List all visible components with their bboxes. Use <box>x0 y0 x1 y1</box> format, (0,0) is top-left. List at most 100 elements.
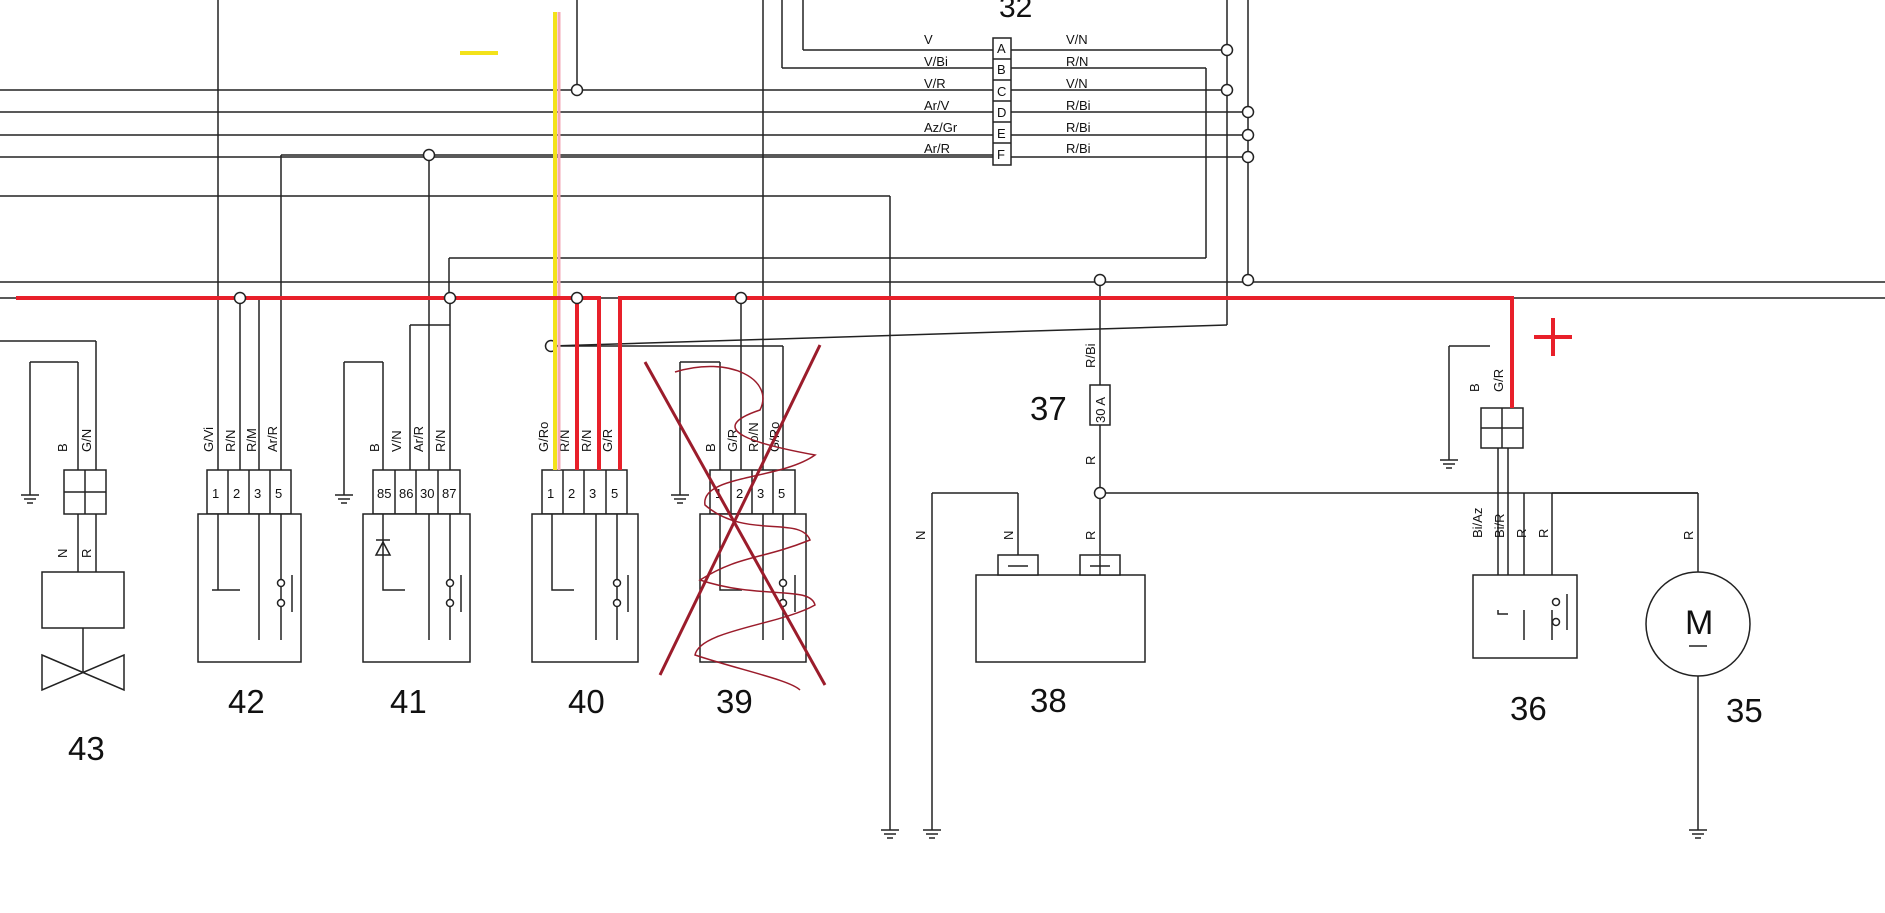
relay-pin: 2 <box>568 486 575 501</box>
relay-pin: 5 <box>611 486 618 501</box>
component-number-40: 40 <box>568 683 605 720</box>
relay-pin: 85 <box>377 486 391 501</box>
connector-pin-e: E <box>997 126 1006 141</box>
relay-39: 1 2 3 5 B G/R Ro/N G/Ro 39 <box>643 344 827 720</box>
component-number-37: 37 <box>1030 390 1067 427</box>
wire-label: G/R <box>1491 369 1506 392</box>
wire-label: R <box>1083 456 1098 465</box>
ground-icon <box>335 494 353 504</box>
wire-label: Ro/N <box>746 422 761 452</box>
wire-label: Ar/R <box>411 426 426 452</box>
relay-pin: 3 <box>589 486 596 501</box>
relay-pin: 2 <box>736 486 743 501</box>
wire-label: V <box>924 32 933 47</box>
component-43-valve: B G/N N R 43 <box>41 429 125 767</box>
fuse-37: 30 A R/Bi R 37 <box>1030 343 1111 465</box>
wire-label: B <box>1467 383 1482 392</box>
ground-icon <box>923 829 941 839</box>
wire-label: R/Bi <box>1066 98 1091 113</box>
ground-icon <box>1440 459 1458 469</box>
relay-pin: 3 <box>757 486 764 501</box>
relay-42: 1 2 3 5 G/Vi R/N R/M Ar/R 42 <box>197 426 302 720</box>
wire-label: N <box>55 549 70 558</box>
highlighted-wires <box>16 12 1572 470</box>
relay-pin: 30 <box>420 486 434 501</box>
fuse-rating: 30 A <box>1093 397 1108 423</box>
wire-label: Ar/V <box>924 98 950 113</box>
relay-pin: 87 <box>442 486 456 501</box>
wire-label: V/N <box>1066 76 1088 91</box>
wire-label: G/Vi <box>201 427 216 452</box>
wire-label: Bi/R <box>1492 513 1507 538</box>
wire-label: R <box>1536 529 1551 538</box>
wire-label: G/Ro <box>536 422 551 452</box>
wire-label: V/N <box>389 430 404 452</box>
wire-label: N <box>913 531 928 540</box>
relay-40: 1 2 3 5 G/Ro R/N R/N G/R 40 <box>531 422 639 720</box>
wire-label: Ar/R <box>924 141 950 156</box>
component-number-36: 36 <box>1510 690 1547 727</box>
ground-icon <box>881 829 899 839</box>
wire-label: G/R <box>600 429 615 452</box>
wire-label: Az/Gr <box>924 120 958 135</box>
relay-36: B G/R Bi/Az Bi/R R R 36 <box>1467 369 1578 727</box>
wire-label: V/Bi <box>924 54 948 69</box>
component-number-42: 42 <box>228 683 265 720</box>
wire-label: R/N <box>433 430 448 452</box>
wire-label: B <box>367 443 382 452</box>
relay-pin: 1 <box>212 486 219 501</box>
wire-label: R <box>79 549 94 558</box>
connector-pin-a: A <box>997 41 1006 56</box>
plus-icon <box>1534 318 1572 356</box>
relay-pin: 1 <box>547 486 554 501</box>
wire-label: G/N <box>79 429 94 452</box>
battery-38: N N R 38 <box>913 531 1146 719</box>
component-number-43: 43 <box>68 730 105 767</box>
wire-label: R/N <box>557 430 572 452</box>
ground-icon <box>1689 829 1707 839</box>
wire-label: G/R <box>725 429 740 452</box>
ground-icon <box>21 494 39 504</box>
component-number-32: 32 <box>999 0 1032 24</box>
relay-pin: 3 <box>254 486 261 501</box>
cross-out-annotation <box>643 344 827 691</box>
relay-pin: 86 <box>399 486 413 501</box>
relay-41: 85 86 30 87 B V/N Ar/R R/N 41 <box>362 426 471 720</box>
junction-nodes <box>422 43 1255 500</box>
wire-label: V/R <box>924 76 946 91</box>
wire-label: R/Bi <box>1066 120 1091 135</box>
ground-symbols <box>21 459 1707 839</box>
connector-pin-b: B <box>997 62 1006 77</box>
connector-pin-f: F <box>997 147 1005 162</box>
wire-label: R/M <box>244 428 259 452</box>
connector-pin-d: D <box>997 105 1006 120</box>
motor-symbol: M <box>1685 604 1713 642</box>
wire-label: R/N <box>1066 54 1088 69</box>
motor-35: M R 35 <box>1645 531 1763 729</box>
wire-label: Bi/Az <box>1470 508 1485 538</box>
wire-label: B <box>55 443 70 452</box>
connector-pin-c: C <box>997 84 1006 99</box>
wire-label: R <box>1514 529 1529 538</box>
wire-label: B <box>703 443 718 452</box>
wire-label: R/N <box>579 430 594 452</box>
wiring-network <box>0 0 1885 830</box>
connector-32: 32 A B C D E F V V/Bi V/R Ar/V Az/Gr Ar/… <box>924 0 1091 166</box>
relay-pin: 5 <box>778 486 785 501</box>
wire-label: V/N <box>1066 32 1088 47</box>
component-number-39: 39 <box>716 683 753 720</box>
wire-label: R/Bi <box>1066 141 1091 156</box>
wire-label: R <box>1083 531 1098 540</box>
component-number-35: 35 <box>1726 692 1763 729</box>
wire-label: R <box>1681 531 1696 540</box>
relay-pin: 2 <box>233 486 240 501</box>
component-number-41: 41 <box>390 683 427 720</box>
wire-label: R/Bi <box>1083 343 1098 368</box>
wire-label: Ar/R <box>265 426 280 452</box>
wire-label: R/N <box>223 430 238 452</box>
ground-icon <box>671 494 689 504</box>
relay-pin: 5 <box>275 486 282 501</box>
wire-label: N <box>1001 531 1016 540</box>
component-number-38: 38 <box>1030 682 1067 719</box>
